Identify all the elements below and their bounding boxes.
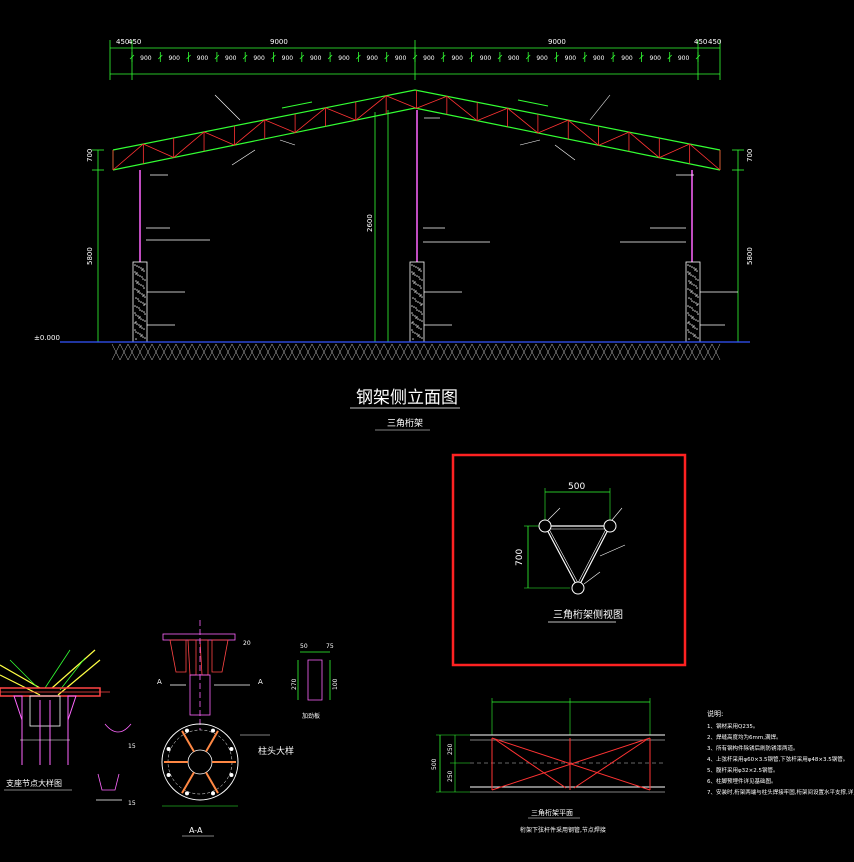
- dim-span-right: 9000: [548, 38, 566, 46]
- plan-dim-a: 250: [447, 743, 454, 755]
- module-dim: 900: [253, 55, 265, 62]
- ground-hatch: [111, 343, 721, 361]
- dim-right-edge: 450: [694, 38, 707, 46]
- section-aa: [161, 723, 270, 807]
- notes-list: 1、钢材采用Q235。 2、焊缝高度均为6mm,满焊。 3、所有钢构件除锈后刷防锈漆…: [707, 722, 854, 796]
- module-dim: 900: [310, 55, 322, 62]
- dim-right-edge-2: 450: [708, 38, 721, 46]
- top-dimension-chain: [109, 40, 721, 80]
- dim-50: 50: [300, 643, 308, 650]
- roof-truss: [112, 89, 721, 171]
- dim-total-height-right: 5800: [746, 247, 754, 265]
- support-node-detail: [0, 649, 110, 765]
- section-width: 500: [568, 482, 585, 492]
- dim-truss-height-left: 700: [86, 149, 94, 162]
- module-labels: 900 900 900 900 900 900 900 900 900 900 900 900 900 9…: [140, 55, 689, 62]
- notes-heading: 说明:: [707, 709, 723, 718]
- stiffener-plate: [297, 651, 331, 701]
- dim-mid-height: 2600: [366, 214, 374, 232]
- truss-leaders: [214, 94, 611, 166]
- module-dim: 900: [395, 55, 407, 62]
- support-node-title: 支座节点大样图: [6, 778, 62, 788]
- columns: [132, 110, 701, 343]
- section-title: 三角桁架侧视图: [553, 608, 623, 621]
- module-dim: 900: [225, 55, 237, 62]
- note-item: 5、腹杆采用φ32×2.5钢管。: [707, 766, 778, 774]
- mark-a-right: A: [258, 678, 263, 686]
- plan-dim-total: 500: [431, 758, 438, 770]
- dim-span-left: 9000: [270, 38, 288, 46]
- dim-left-edge-2: 450: [128, 38, 141, 46]
- dim-left-edge: 450: [116, 38, 129, 46]
- section-aa-label: A-A: [189, 826, 203, 835]
- module-dim: 900: [536, 55, 548, 62]
- module-dim: 900: [621, 55, 633, 62]
- module-dim: 900: [338, 55, 350, 62]
- module-dim: 900: [423, 55, 435, 62]
- plan-dim-b: 250: [447, 770, 454, 782]
- dim-270: 270: [291, 678, 298, 690]
- module-dim: 900: [451, 55, 463, 62]
- section-frame: [451, 453, 687, 667]
- module-dim: 900: [593, 55, 605, 62]
- elevation-subtitle: 三角桁架: [387, 417, 423, 429]
- note-item: 4、上弦杆采用φ60×3.5钢管,下弦杆采用φ48×3.5钢管。: [707, 755, 848, 763]
- module-dim: 900: [367, 55, 379, 62]
- section-height: 700: [515, 549, 525, 566]
- note-item: 6、柱脚预埋件详见基础图。: [707, 777, 777, 785]
- truss-plan: [436, 698, 665, 793]
- ground-level: ±0.000: [34, 334, 60, 342]
- note-item: 1、钢材采用Q235。: [707, 722, 758, 730]
- dim-total-height-left: 5800: [86, 247, 94, 265]
- module-dim: 900: [282, 55, 294, 62]
- column-detail-title: 柱头大样: [258, 745, 294, 757]
- triangle-section: [524, 488, 626, 595]
- module-dim: 900: [650, 55, 662, 62]
- mark-a-left: A: [157, 678, 162, 686]
- dim-truss-height-right: 700: [746, 149, 754, 162]
- height-dims: [92, 149, 744, 343]
- module-dim: 900: [678, 55, 690, 62]
- module-dim: 900: [140, 55, 152, 62]
- dim-75: 75: [326, 643, 334, 650]
- dim-15: 15: [128, 800, 136, 807]
- annotations: [146, 117, 738, 326]
- dim-15b: 15: [128, 743, 136, 750]
- note-item: 3、所有钢构件除锈后刷防锈漆两道。: [707, 744, 799, 752]
- bend-details: [96, 723, 132, 801]
- plan-title: 三角桁架平面: [531, 808, 573, 817]
- module-dim: 900: [168, 55, 180, 62]
- module-dim: 900: [480, 55, 492, 62]
- plate-label: 加劲板: [302, 712, 320, 720]
- dim-100: 100: [332, 678, 339, 690]
- dim-20: 20: [243, 640, 251, 647]
- note-item: 2、焊缝高度均为6mm,满焊。: [707, 733, 781, 741]
- module-dim: 900: [197, 55, 209, 62]
- elevation-title: 钢架侧立面图: [356, 388, 458, 408]
- module-dim: 900: [508, 55, 520, 62]
- plan-note: 桁架下弦杆件采用钢管,节点焊接: [520, 826, 606, 834]
- note-item: 7、安装时,桁架两端与柱头焊接牢固,桁架间设置水平支撑,详见结构布置图。: [707, 788, 854, 796]
- module-dim: 900: [565, 55, 577, 62]
- column-head-detail: [162, 620, 250, 730]
